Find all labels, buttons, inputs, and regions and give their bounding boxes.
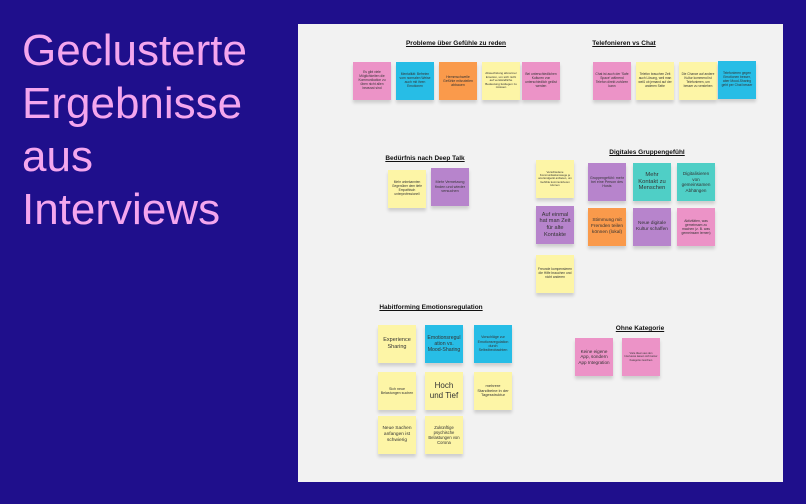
sticky-note-text: Die Chance auf andere Kultur kommend ist… [681, 72, 715, 88]
sticky-note-text: Abwechslung abnormer Emotion, um sich ni… [485, 71, 517, 90]
sticky-note-text: Neue digitale Kultur schaffen [636, 221, 668, 232]
sticky-note[interactable]: Digitalisieren von gemeinsamen Abhängen [677, 163, 715, 201]
sticky-note[interactable]: Mentalität: Befreien vom normalen Weise … [396, 62, 434, 100]
whiteboard[interactable]: Probleme über Gefühle zu reden Es gibt vi… [298, 24, 783, 482]
sticky-note-text: Hemmschwelle Gefühle mitzuteilen abbauen [443, 74, 473, 88]
sticky-note-text: Gruppengefühl: mehr bei eine Person des … [590, 175, 624, 189]
sticky-note-text: mehrere Standbeine in der Tagesstruktur [477, 382, 509, 398]
sticky-note[interactable]: Mehr Kontakt zu Menschen [633, 163, 671, 201]
sticky-note-text: Bei unterschiedlichen Kulturen von unter… [525, 72, 557, 88]
sticky-note-text: Experience Sharing [383, 337, 411, 350]
sticky-note-text: Telefon brauchen Zeit auch Lösung, weil … [638, 72, 672, 88]
sticky-note-text: Emotionsregulation vs. Mood-Sharing [427, 334, 461, 354]
sticky-note[interactable]: Zukünftige psychische Belastungen von Co… [425, 416, 463, 454]
sticky-note-text: Neue Sachen anfangen ist schwierig [382, 426, 412, 443]
slide-title: Geclusterte Ergebnisse aus Interviews [22, 26, 247, 234]
cluster-title: Bedürfnis nach Deep Talk [385, 155, 465, 162]
sticky-note-text: Hoch und Tief [429, 381, 459, 400]
sticky-note-text: Stimmung mit Fremden teilen können (loka… [591, 218, 623, 235]
sticky-note-text: Sich neue Belastungen suchen [380, 386, 414, 395]
sticky-note[interactable]: Experience Sharing [378, 325, 416, 363]
sticky-note-text: Telefonieren gegen Emotionen besser, abe… [721, 71, 753, 87]
sticky-note[interactable]: Vorschläge zur Emotionsregulation durch … [474, 325, 512, 363]
sticky-note-text: Es gibt viele Möglichkeiten die Kommunik… [358, 70, 386, 90]
sticky-note[interactable]: Emotionsregulation vs. Mood-Sharing [425, 325, 463, 363]
sticky-note-text: Vorschläge zur Emotionsregulation durch … [477, 335, 509, 353]
sticky-note[interactable]: Keine eigene App, sondern App Integratio… [575, 338, 613, 376]
sticky-note[interactable]: Neue digitale Kultur schaffen [633, 208, 671, 246]
sticky-note-text: Mehr Vernetzung finden und wieder versuc… [435, 180, 465, 194]
sticky-note-text: Mehr unbekannten Gegenüber dem tiefe Emp… [392, 180, 422, 196]
sticky-note-text: Keine eigene App, sondern App Integratio… [578, 348, 610, 365]
sticky-note[interactable]: Aktivitäten, was gemeinsam zu machen (z.… [677, 208, 715, 246]
sticky-note-text: Digitalisieren von gemeinsamen Abhängen [681, 171, 711, 193]
sticky-note-text: Mehr Kontakt zu Menschen [638, 171, 666, 192]
sticky-note[interactable]: Hemmschwelle Gefühle mitzuteilen abbauen [439, 62, 477, 100]
sticky-note[interactable]: Telefonieren gegen Emotionen besser, abe… [718, 61, 756, 99]
cluster-title: Telefonieren vs Chat [592, 40, 656, 47]
sticky-note[interactable]: Mehr unbekannten Gegenüber dem tiefe Emp… [388, 170, 426, 208]
sticky-note[interactable]: Sich neue Belastungen suchen [378, 372, 416, 410]
sticky-note-text: Mentalität: Befreien vom normalen Weise … [399, 72, 431, 88]
sticky-note-text: Chat ist auch der 'Safe Space' während T… [595, 72, 629, 88]
sticky-note[interactable]: Gruppengefühl: mehr bei eine Person des … [588, 163, 626, 201]
sticky-note-text: Freunde kompensieren die Hilfe brauchen … [538, 267, 572, 279]
sticky-note-text: Zukünftige psychische Belastungen von Co… [428, 424, 460, 446]
cluster-title: Probleme über Gefühle zu reden [405, 40, 507, 47]
sticky-note[interactable]: mehrere Standbeine in der Tagesstruktur [474, 372, 512, 410]
sticky-note[interactable]: Freunde kompensieren die Hilfe brauchen … [536, 255, 574, 293]
sticky-note[interactable]: Mehr Vernetzung finden und wieder versuc… [431, 168, 469, 206]
sticky-note[interactable]: Telefon brauchen Zeit auch Lösung, weil … [636, 62, 674, 100]
sticky-note[interactable]: Abwechslung abnormer Emotion, um sich ni… [482, 62, 520, 100]
sticky-note-text: Auf einmal hat man Zeit für alte Kontakt… [539, 211, 571, 238]
sticky-note-text: Aktivitäten, was gemeinsam zu machen (z.… [681, 218, 711, 236]
sticky-note[interactable]: Neue Sachen anfangen ist schwierig [378, 416, 416, 454]
sticky-note[interactable]: Viele Ideen aus den Interviews lassen si… [622, 338, 660, 376]
sticky-note[interactable]: Es gibt viele Möglichkeiten die Kommunik… [353, 62, 391, 100]
sticky-note[interactable]: Auf einmal hat man Zeit für alte Kontakt… [536, 206, 574, 244]
cluster-title: Habitforming Emotionsregulation [379, 304, 483, 311]
sticky-note[interactable]: Bei unterschiedlichen Kulturen von unter… [522, 62, 560, 100]
sticky-note[interactable]: Chat ist auch der 'Safe Space' während T… [593, 62, 631, 100]
sticky-note[interactable]: Die Chance auf andere Kultur kommend ist… [679, 62, 717, 100]
sticky-note[interactable]: Stimmung mit Fremden teilen können (loka… [588, 208, 626, 246]
sticky-note[interactable]: Verschiedene Kommunikationswege je ans E… [536, 160, 574, 198]
sticky-note[interactable]: Hoch und Tief [425, 372, 463, 410]
sticky-note-text: Verschiedene Kommunikationswege je ans E… [538, 169, 572, 188]
cluster-title: Digitales Gruppengefühl [609, 149, 685, 156]
cluster-title: Ohne Kategorie [615, 325, 665, 332]
sticky-note-text: Viele Ideen aus den Interviews lassen si… [624, 352, 658, 362]
